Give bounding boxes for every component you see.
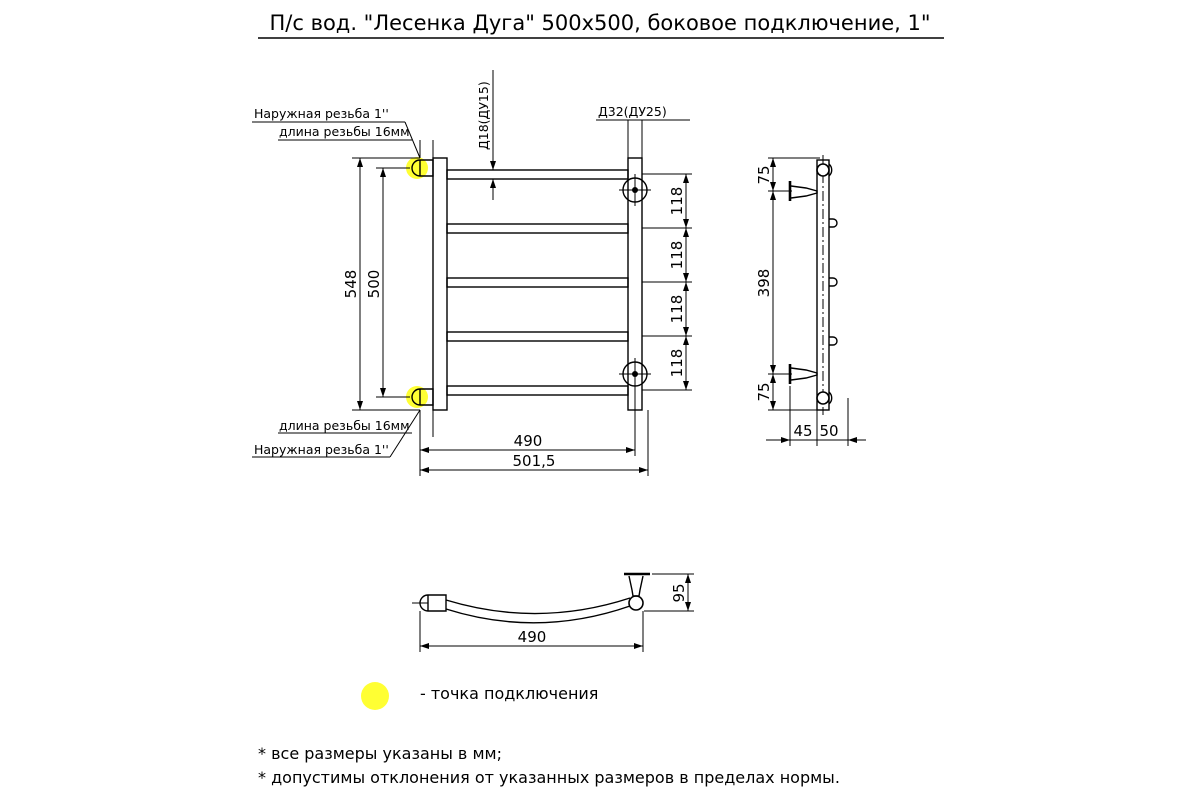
- fitting-top: [411, 159, 434, 177]
- dim-step: 118: [668, 295, 686, 324]
- mount-bracket-top: [619, 174, 651, 206]
- thread-length-top: длина резьбы 16мм: [279, 124, 410, 139]
- wall-bracket-top: [788, 181, 818, 201]
- top-view: 95 490: [412, 572, 694, 652]
- crossbar: [446, 331, 629, 342]
- thread-type-bottom: Наружная резьба 1'': [254, 442, 389, 457]
- dim-height-548: 548: [342, 270, 360, 299]
- dim-top-95: 95: [670, 583, 688, 602]
- wall-bracket-bottom: [788, 364, 818, 384]
- mount-bracket-bottom: [619, 358, 651, 390]
- front-view: Д18(ДУ15) Д32(ДУ25) Наружная резьба 1'' …: [252, 70, 692, 476]
- side-view: 75 398 75 45 50: [755, 155, 866, 446]
- dim-step: 118: [668, 241, 686, 270]
- crossbar: [446, 277, 629, 288]
- note-units: * все размеры указаны в мм;: [258, 744, 502, 763]
- dim-width-501-5: 501,5: [513, 452, 556, 470]
- crossbar: [446, 169, 629, 180]
- fitting-bottom: [411, 388, 434, 406]
- dim-side-398: 398: [755, 269, 773, 298]
- legend: - точка подключения: [361, 682, 598, 710]
- dim-step: 118: [668, 187, 686, 216]
- drawing-title: П/с вод. "Лесенка Дуга" 500x500, боковое…: [269, 11, 930, 35]
- dim-side-top-75: 75: [755, 165, 773, 184]
- connection-point-bottom: [406, 386, 428, 408]
- dim-side-depth-50: 50: [819, 422, 838, 440]
- crossbar: [446, 385, 629, 396]
- dim-top-490: 490: [518, 628, 547, 646]
- dim-height-500: 500: [365, 270, 383, 299]
- crossbars: [446, 169, 629, 396]
- top-view-arc: [445, 597, 631, 615]
- note-tolerance: * допустимы отклонения от указанных разм…: [258, 768, 840, 787]
- dim-step: 118: [668, 349, 686, 378]
- thread-length-bottom: длина резьбы 16мм: [279, 418, 410, 433]
- pipe-diameter-d32: Д32(ДУ25): [598, 104, 667, 119]
- connection-point-legend-marker: [361, 682, 389, 710]
- thread-type-top: Наружная резьба 1'': [254, 106, 389, 121]
- dim-width-490: 490: [514, 432, 543, 450]
- left-riser: [432, 157, 448, 411]
- dim-side-depth-45: 45: [793, 422, 812, 440]
- crossbar: [446, 223, 629, 234]
- pipe-diameter-d18: Д18(ДУ15): [476, 81, 491, 150]
- legend-label: - точка подключения: [420, 684, 598, 703]
- dim-side-bottom-75: 75: [755, 382, 773, 401]
- connection-point-top: [406, 157, 428, 179]
